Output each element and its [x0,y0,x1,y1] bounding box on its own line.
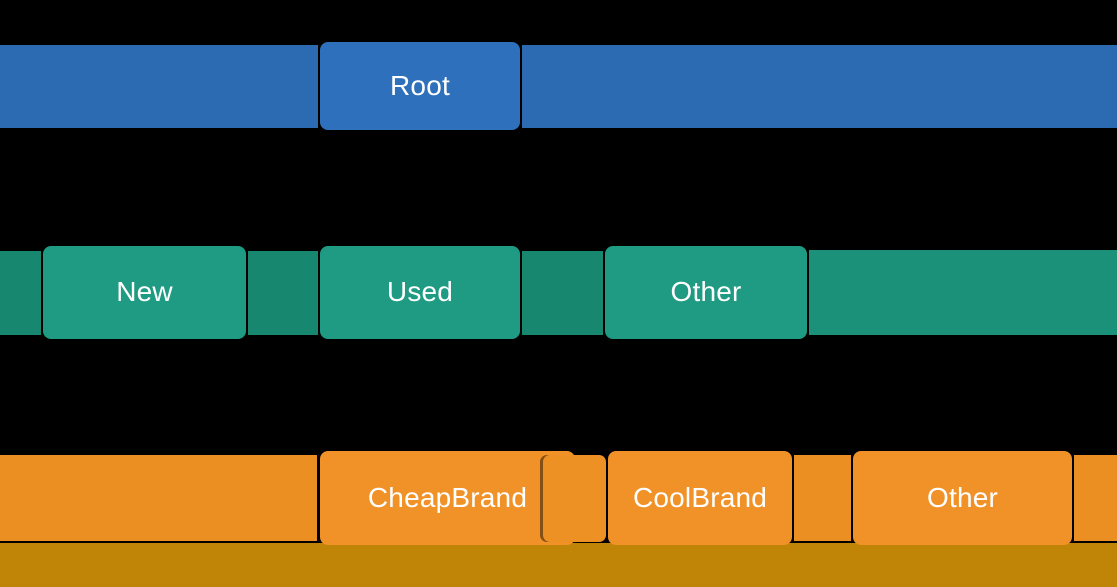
icicle-node-label: Used [386,276,454,308]
icicle-node-coolbrand[interactable]: CoolBrand [608,451,792,545]
icicle-node-label: CoolBrand [632,481,768,513]
icicle-node-other[interactable]: Other [605,246,807,339]
icicle-node-label: Root [390,69,450,101]
icicle-node-label: Other [670,276,742,308]
icicle-node-label: CheapBrand [367,481,528,513]
icicle-node-cheapbrand[interactable]: CheapBrand [320,451,575,545]
icicle-node-label: Other [926,481,999,513]
icicle-node-unlabeled [522,251,603,335]
icicle-node-unlabeled [0,455,317,541]
icicle-node-new[interactable]: New [43,246,246,339]
icicle-node-unlabeled [543,455,606,542]
icicle-node-other-brand[interactable]: Other [853,451,1072,545]
icicle-node-used[interactable]: Used [320,246,520,339]
icicle-node-unlabeled [809,250,1117,335]
icicle-node-unlabeled [1074,455,1117,541]
icicle-node-unlabeled [522,45,1117,128]
icicle-level-3-strip [0,543,1117,587]
icicle-node-unlabeled [794,455,851,541]
icicle-node-unlabeled [0,45,318,128]
icicle-node-unlabeled [248,251,318,335]
icicle-node-unlabeled [0,251,41,335]
icicle-node-root[interactable]: Root [320,42,520,130]
icicle-node-label: New [116,276,173,308]
